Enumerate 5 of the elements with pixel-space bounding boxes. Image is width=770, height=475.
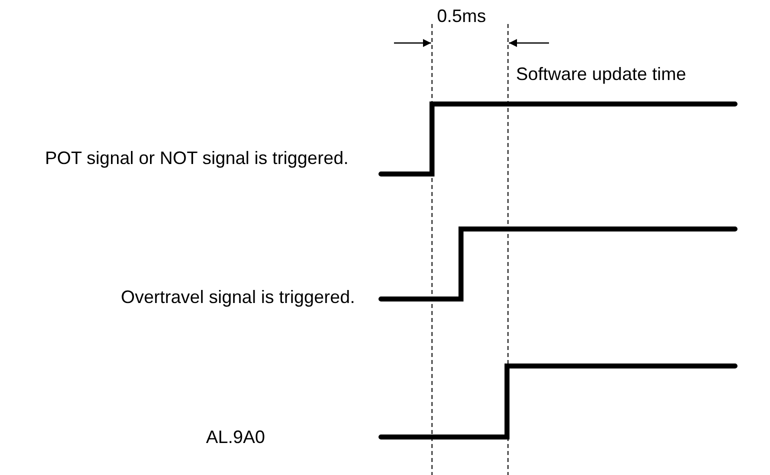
dimension-label: 0.5ms	[437, 6, 486, 27]
signal-label: POT signal or NOT signal is triggered.	[45, 148, 350, 169]
signal-label: AL.9A0	[206, 427, 265, 448]
signal-label: Overtravel signal is triggered.	[120, 287, 355, 308]
annotation-text: Software update time	[516, 64, 686, 85]
